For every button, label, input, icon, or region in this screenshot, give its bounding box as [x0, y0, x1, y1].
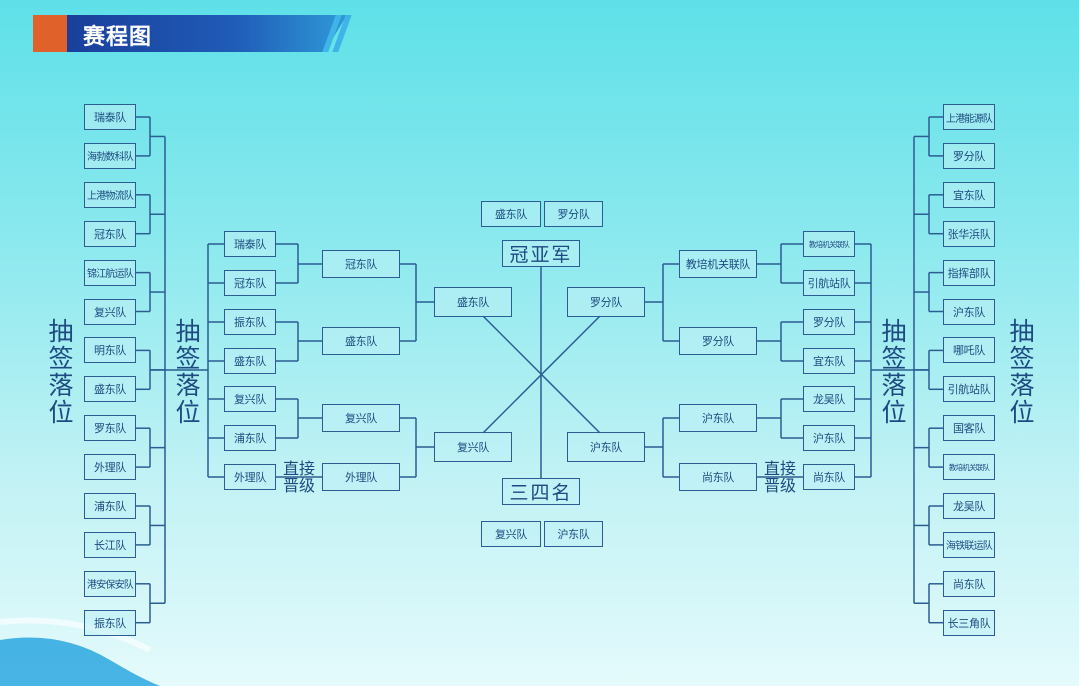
team-box-right-r1: 国客队 — [943, 415, 995, 442]
team-box-left-r1: 罗东队 — [84, 415, 136, 442]
third-place-team-box: 沪东队 — [544, 521, 603, 547]
connector-line — [482, 315, 601, 434]
team-box-right-r1: 哪吒队 — [943, 337, 995, 364]
team-box-right-r3: 罗分队 — [679, 327, 757, 355]
team-box-left-r2: 浦东队 — [224, 425, 276, 451]
team-box-left-r1: 冠东队 — [84, 220, 136, 247]
team-box-left-r2: 外理队 — [224, 464, 276, 490]
title-accent — [33, 15, 67, 52]
third-place-label: 三四名 — [502, 478, 580, 505]
team-box-left-r1: 锦江航运队 — [84, 259, 136, 286]
decorative-wave — [0, 617, 160, 686]
team-box-right-r1: 沪东队 — [943, 298, 995, 325]
team-box-left-semi: 盛东队 — [434, 287, 512, 317]
team-box-left-r2: 瑞泰队 — [224, 231, 276, 257]
team-box-right-r2: 尚东队 — [803, 464, 855, 490]
team-box-right-r1: 教培机关联队 — [943, 454, 995, 481]
team-box-right-r1: 长三角队 — [943, 609, 995, 636]
team-box-left-r3: 冠东队 — [322, 250, 400, 278]
team-box-right-r2: 教培机关联队 — [803, 231, 855, 257]
team-box-right-r1: 龙吴队 — [943, 493, 995, 519]
team-box-left-r2: 复兴队 — [224, 386, 276, 412]
draw-label-left-inner: 抽签落位 — [175, 317, 201, 427]
final-label: 冠亚军 — [502, 240, 580, 267]
team-box-right-r1: 罗分队 — [943, 142, 995, 169]
team-box-left-r3: 复兴队 — [322, 404, 400, 432]
team-box-left-r2: 盛东队 — [224, 348, 276, 374]
team-box-right-semi: 罗分队 — [567, 287, 645, 317]
team-box-left-r1: 瑞泰队 — [84, 104, 136, 130]
draw-label-left-outer: 抽签落位 — [48, 317, 74, 427]
final-team-box: 罗分队 — [544, 201, 603, 227]
team-box-right-r3: 教培机关联队 — [679, 250, 757, 278]
team-box-right-r1: 尚东队 — [943, 570, 995, 597]
team-box-left-r3: 外理队 — [322, 463, 400, 491]
team-box-left-semi: 复兴队 — [434, 432, 512, 462]
team-box-right-r1: 指挥部队 — [943, 259, 995, 286]
team-box-left-r1: 上港物流队 — [84, 181, 136, 208]
team-box-right-r1: 引航站队 — [943, 376, 995, 403]
draw-label-right-inner: 抽签落位 — [881, 317, 907, 427]
third-place-team-box: 复兴队 — [481, 521, 541, 547]
team-box-left-r1: 港安保安队 — [84, 570, 136, 597]
team-box-right-r3: 沪东队 — [679, 404, 757, 432]
team-box-left-r3: 盛东队 — [322, 327, 400, 355]
team-box-left-r1: 海勃数科队 — [84, 142, 136, 169]
team-box-right-r1: 上港能源队 — [943, 104, 995, 130]
team-box-left-r1: 盛东队 — [84, 376, 136, 403]
title-bar: 赛程图 — [33, 15, 353, 52]
team-box-left-r2: 冠东队 — [224, 270, 276, 296]
team-box-right-r1: 宜东队 — [943, 181, 995, 208]
direct-advance-label-left: 直接晋级 — [283, 459, 316, 495]
team-box-right-r2: 宜东队 — [803, 348, 855, 374]
team-box-left-r2: 振东队 — [224, 309, 276, 335]
team-box-right-r2: 罗分队 — [803, 309, 855, 335]
team-box-left-r1: 复兴队 — [84, 298, 136, 325]
title-background — [67, 15, 347, 52]
team-box-right-r2: 沪东队 — [803, 425, 855, 451]
team-box-left-r1: 浦东队 — [84, 493, 136, 519]
team-box-left-r1: 振东队 — [84, 609, 136, 636]
team-box-right-semi: 沪东队 — [567, 432, 645, 462]
final-team-box: 盛东队 — [481, 201, 541, 227]
team-box-right-r1: 海铁联运队 — [943, 531, 995, 558]
page-title: 赛程图 — [83, 25, 153, 50]
team-box-left-r1: 外理队 — [84, 454, 136, 481]
draw-label-right-outer: 抽签落位 — [1009, 317, 1035, 427]
team-box-left-r1: 长江队 — [84, 531, 136, 558]
team-box-right-r2: 龙吴队 — [803, 386, 855, 412]
team-box-right-r2: 引航站队 — [803, 270, 855, 296]
team-box-right-r1: 张华浜队 — [943, 220, 995, 247]
direct-advance-label-right: 直接晋级 — [764, 459, 797, 495]
team-box-right-r3: 尚东队 — [679, 463, 757, 491]
team-box-left-r1: 明东队 — [84, 337, 136, 364]
